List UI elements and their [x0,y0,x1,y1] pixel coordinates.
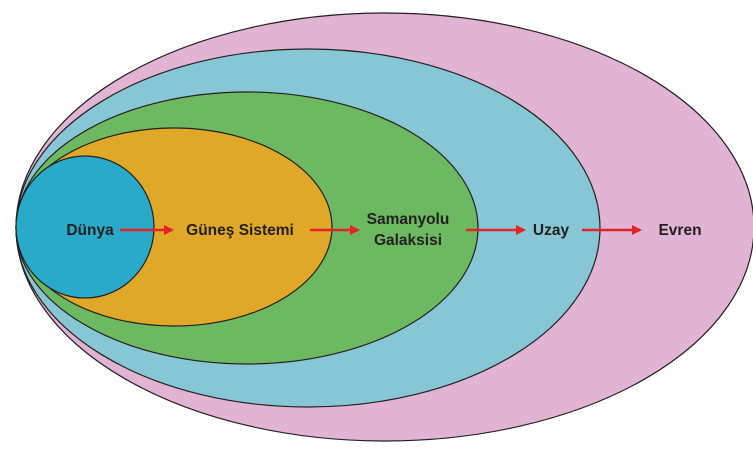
label-galaksisi: Galaksisi [374,232,442,249]
label-gunes-sistemi: Güneş Sistemi [186,222,294,239]
dunya-region [15,155,155,299]
label-uzay: Uzay [533,222,570,239]
label-evren: Evren [658,222,701,239]
label-dunya: Dünya [66,222,114,239]
label-samanyolu: Samanyolu [367,211,450,228]
